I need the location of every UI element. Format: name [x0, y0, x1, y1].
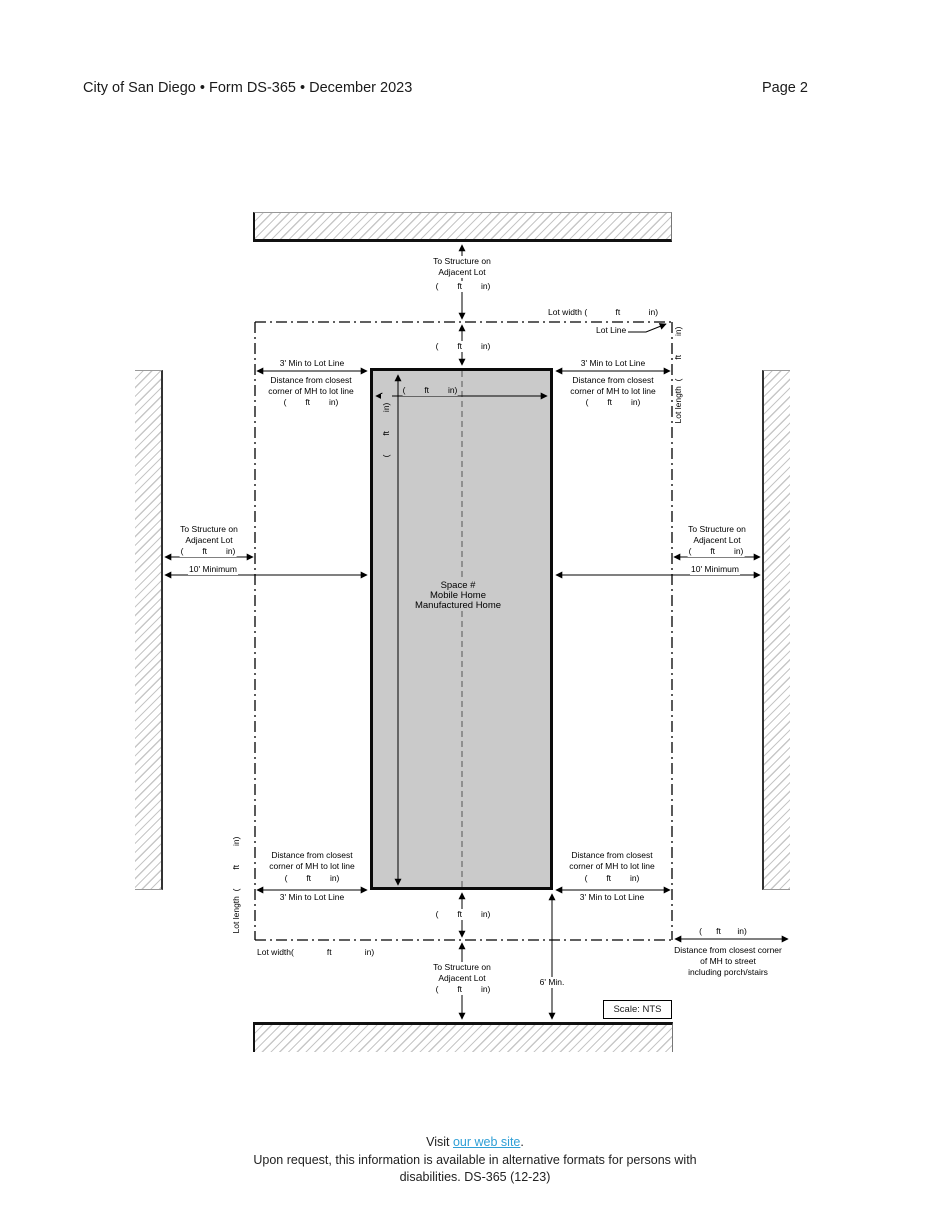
scale-box: Scale: NTS: [603, 1000, 672, 1019]
min3-top-right-label: 3' Min to Lot Line: [579, 358, 647, 369]
to-structure-top-label-2: Adjacent Lot: [437, 267, 487, 278]
dist-corner-top-right-1: Distance from closest: [572, 375, 654, 385]
to-structure-right-1: To Structure on: [687, 524, 747, 535]
min10-right-label: 10' Minimum: [690, 564, 740, 575]
mh-label-mobile-home: Mobile Home: [430, 590, 486, 601]
lot-line-leader-arrow: [628, 323, 667, 333]
street-dist-label-2: of MH to street: [700, 956, 756, 966]
dist-corner-bottom-left-1: Distance from closest: [271, 850, 353, 860]
scale-label: Scale: NTS: [613, 1004, 662, 1015]
to-structure-left-2: Adjacent Lot: [184, 535, 234, 546]
min3-bottom-right-label: 3' Min to Lot Line: [578, 892, 646, 903]
to-structure-bottom-1: To Structure on: [432, 962, 492, 973]
mh-label-space: Space #: [440, 580, 476, 591]
dist-corner-top-left-1: Distance from closest: [270, 375, 352, 385]
lot-width-bottom-label: Lot width( ft in): [257, 947, 375, 957]
street-ft-in: ( ft in): [698, 926, 748, 937]
dist-corner-bottom-right-1: Distance from closest: [571, 850, 653, 860]
footer-line2: Upon request, this information is availa…: [253, 1152, 697, 1167]
ft-in-top-right: ( ft in): [585, 397, 641, 407]
min3-top-left-label: 3' Min to Lot Line: [278, 358, 346, 369]
header-title: City of San Diego • Form DS-365 • Decemb…: [83, 80, 413, 96]
ft-in-top-left: ( ft in): [283, 397, 339, 407]
footer: Visit our web site. Upon request, this i…: [0, 1134, 950, 1187]
ft-in-right: ( ft in): [687, 546, 745, 557]
lot-length-right-label: Lot length ( ft in): [673, 326, 683, 424]
lot-line-label: Lot Line: [595, 325, 628, 336]
street-dist-label-1: Distance from closest corner: [674, 945, 782, 955]
structure-top: [253, 212, 672, 242]
to-structure-bottom-2: Adjacent Lot: [437, 973, 487, 984]
mh-label-manufactured-home: Manufactured Home: [414, 600, 502, 611]
dist-corner-bottom-right-2: corner of MH to lot line: [569, 861, 655, 871]
header-page-number: Page 2: [762, 80, 808, 96]
ft-in-top-setback: ( ft in): [434, 341, 492, 352]
min3-bottom-left-label: 3' Min to Lot Line: [278, 892, 346, 903]
dist-corner-top-left-2: corner of MH to lot line: [268, 386, 354, 396]
ft-in-bottom-right: ( ft in): [584, 873, 640, 883]
min6-label: 6' Min.: [538, 977, 566, 988]
structure-bottom: [253, 1022, 673, 1052]
web-site-link[interactable]: our web site: [452, 1135, 521, 1149]
footer-visit-line: Visit our web site.: [426, 1135, 524, 1149]
mh-length-ft-in: ( ft in): [381, 394, 392, 466]
to-structure-top-label-1: To Structure on: [432, 256, 492, 267]
structure-right: [762, 370, 790, 890]
ft-in-left: ( ft in): [179, 546, 237, 557]
ft-in-top-structure: ( ft in): [434, 281, 492, 292]
dist-corner-top-right-2: corner of MH to lot line: [570, 386, 656, 396]
ft-in-bottom-setback: ( ft in): [434, 909, 492, 920]
ft-in-bottom-structure: ( ft in): [434, 984, 492, 995]
min10-left-label: 10' Minimum: [188, 564, 238, 575]
to-structure-right-2: Adjacent Lot: [692, 535, 742, 546]
lot-width-top-label: Lot width ( ft in): [548, 307, 659, 317]
mobile-home-footprint: [370, 368, 553, 890]
lot-length-left-label: Lot length ( ft in): [231, 836, 241, 934]
footer-line3: disabilities. DS-365 (12-23): [399, 1170, 551, 1184]
dist-corner-bottom-left-2: corner of MH to lot line: [269, 861, 355, 871]
to-structure-left-1: To Structure on: [179, 524, 239, 535]
street-dist-label-3: including porch/stairs: [688, 967, 768, 977]
mh-width-ft-in: ( ft in): [402, 385, 458, 396]
ft-in-bottom-left: ( ft in): [284, 873, 340, 883]
structure-left: [135, 370, 163, 890]
